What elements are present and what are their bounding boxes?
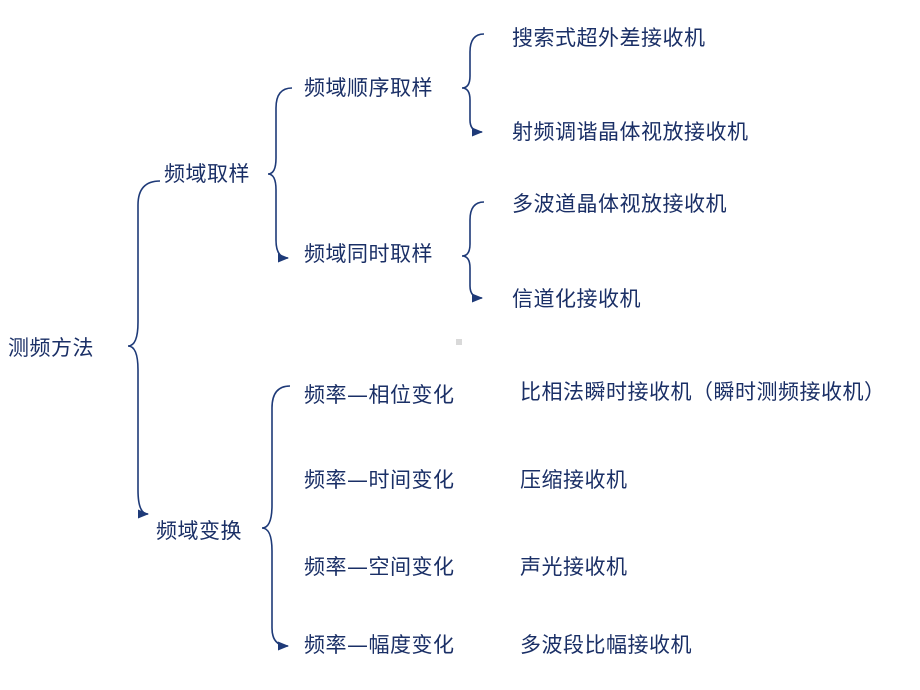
transform-brace — [261, 385, 291, 651]
transform-method-4: 频率—幅度变化 — [304, 633, 455, 657]
simultaneous-item-1: 多波道晶体视放接收机 — [512, 192, 727, 216]
root-label: 测频方法 — [8, 336, 94, 360]
transform-label: 频域变换 — [156, 519, 242, 543]
transform-receiver-1: 比相法瞬时接收机（瞬时测频接收机） — [520, 380, 886, 404]
simultaneous-brace — [461, 201, 485, 303]
sequential-label: 频域顺序取样 — [304, 76, 433, 100]
sequential-item-2: 射频调谐晶体视放接收机 — [512, 120, 749, 144]
simultaneous-label: 频域同时取样 — [304, 242, 433, 266]
sequential-brace — [461, 33, 485, 137]
transform-receiver-4: 多波段比幅接收机 — [520, 633, 692, 657]
transform-receiver-3: 声光接收机 — [520, 555, 628, 579]
decorative-dot — [456, 339, 462, 345]
transform-receiver-2: 压缩接收机 — [520, 468, 628, 492]
sampling-label: 频域取样 — [164, 162, 250, 186]
transform-method-2: 频率—时间变化 — [304, 468, 455, 492]
root-brace — [127, 180, 161, 519]
transform-method-3: 频率—空间变化 — [304, 555, 455, 579]
simultaneous-item-2: 信道化接收机 — [512, 287, 641, 311]
sequential-item-1: 搜索式超外差接收机 — [512, 26, 706, 50]
sampling-brace — [267, 87, 293, 263]
transform-method-1: 频率—相位变化 — [304, 383, 455, 407]
